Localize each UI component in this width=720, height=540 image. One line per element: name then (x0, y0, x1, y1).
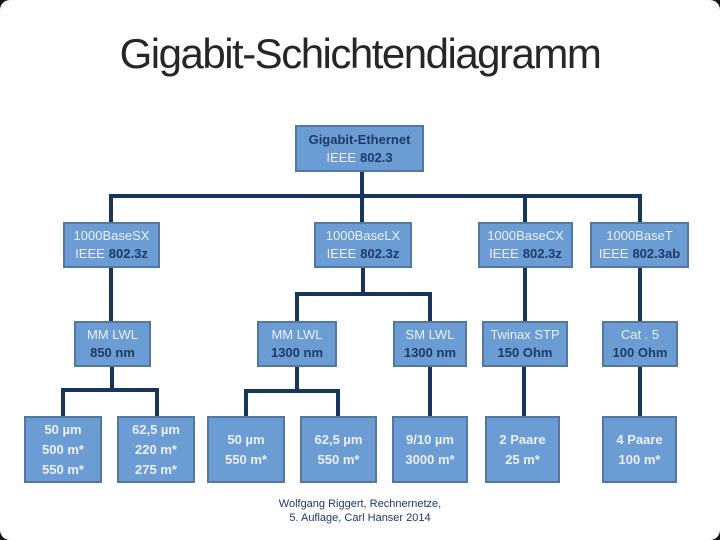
node-mm-lwl-1300: MM LWL 1300 nm (257, 321, 337, 367)
node-sm-lwl-1300: SM LWL 1300 nm (393, 321, 467, 367)
node-name-label: 1000BaseT (606, 228, 673, 243)
slide-footer: Wolfgang Riggert, Rechnernetze, 5. Aufla… (0, 497, 720, 525)
node-line: 9/10 µm (406, 431, 454, 447)
footer-line-2: 5. Auflage, Carl Hanser 2014 (289, 512, 431, 524)
node-2-paare: 2 Paare 25 m* (485, 416, 560, 483)
node-value-label: 150 Ohm (497, 345, 553, 360)
node-name-label: Cat . 5 (620, 327, 660, 342)
node-value-label: 100 Ohm (612, 345, 668, 360)
node-62um-220m: 62,5 µm 220 m* 275 m* (117, 416, 195, 483)
node-line: 50 µm (44, 421, 82, 437)
node-value-label: 1300 nm (403, 345, 457, 360)
node-50um-550m: 50 µm 550 m* (207, 416, 285, 483)
node-value-label: 1300 nm (270, 345, 324, 360)
node-line: 62,5 µm (132, 421, 180, 437)
node-twinax-stp: Twinax STP 150 Ohm (482, 321, 568, 367)
node-62um-550m: 62,5 µm 550 m* (300, 416, 377, 483)
node-name-label: MM LWL (271, 327, 323, 342)
node-line: 550 m* (42, 461, 84, 477)
node-name-label: 1000BaseCX (487, 228, 564, 243)
footer-line-1: Wolfgang Riggert, Rechnernetze, (278, 498, 442, 510)
node-line: 25 m* (505, 451, 540, 467)
node-line: 500 m* (42, 441, 84, 457)
node-50um-500m: 50 µm 500 m* 550 m* (24, 416, 102, 483)
node-name-label: MM LWL (86, 327, 139, 342)
node-line: 220 m* (135, 441, 177, 457)
node-line: 3000 m* (405, 451, 455, 467)
node-name-label: Twinax STP (490, 327, 560, 342)
node-mm-lwl-850: MM LWL 850 nm (74, 321, 151, 367)
node-line: 2 Paare (499, 431, 546, 447)
node-line: 550 m* (225, 451, 267, 467)
node-4-paare: 4 Paare 100 m* (602, 416, 677, 483)
node-cat5: Cat . 5 100 Ohm (602, 321, 678, 367)
node-line: 275 m* (135, 461, 177, 477)
slide-title: Gigabit-Schichtendiagramm (119, 30, 602, 77)
node-line: 62,5 µm (314, 431, 363, 447)
node-name-label: Gigabit-Ethernet (308, 131, 411, 147)
node-line: 100 m* (618, 451, 661, 467)
node-name-label: 1000BaseSX (73, 228, 150, 243)
node-line: 550 m* (317, 451, 360, 467)
node-value-label: 850 nm (90, 345, 135, 360)
node-9-10um-3000m: 9/10 µm 3000 m* (392, 416, 468, 483)
node-name-label: SM LWL (405, 327, 455, 342)
node-line: 50 µm (227, 431, 265, 447)
node-line: 4 Paare (616, 431, 663, 447)
node-name-label: 1000BaseLX (325, 228, 401, 243)
